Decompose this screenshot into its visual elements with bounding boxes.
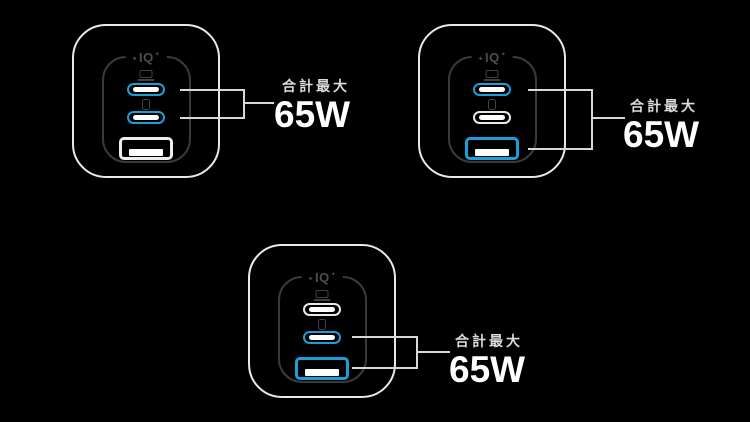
sparkle-icon: ✦ bbox=[500, 52, 507, 58]
usb-c-port-2 bbox=[303, 331, 341, 344]
phone-icon bbox=[318, 319, 326, 330]
sparkle-icon: ✦ bbox=[330, 272, 337, 278]
callout-line bbox=[418, 351, 450, 353]
callout-value: 65W bbox=[623, 114, 700, 155]
laptop-icon bbox=[137, 70, 155, 81]
charger-outline bbox=[72, 24, 220, 178]
callout-bracket bbox=[528, 89, 593, 150]
poweriq-label: IQ bbox=[485, 50, 500, 65]
poweriq-badge: ✦IQ✦ bbox=[301, 269, 343, 286]
laptop-icon bbox=[483, 70, 501, 81]
usb-c-port-1 bbox=[303, 303, 341, 316]
sparkle-icon: ✦ bbox=[154, 52, 161, 58]
usb-a-port bbox=[465, 137, 519, 160]
charger-body: ✦IQ✦ bbox=[72, 24, 220, 178]
charger-outline bbox=[418, 24, 566, 178]
phone-icon bbox=[488, 99, 496, 110]
laptop-icon bbox=[313, 290, 331, 301]
callout-label: 合計最大 bbox=[282, 78, 350, 94]
usb-c-port-1 bbox=[127, 83, 165, 96]
poweriq-badge: ✦IQ✦ bbox=[471, 49, 513, 66]
sparkle-icon: ✦ bbox=[131, 56, 139, 63]
callout-value: 65W bbox=[274, 94, 351, 135]
charger-body: ✦IQ✦ bbox=[418, 24, 566, 178]
callout-label: 合計最大 bbox=[455, 333, 523, 349]
usb-c-port-2 bbox=[127, 111, 165, 124]
usb-c-port-1 bbox=[473, 83, 511, 96]
callout-label: 合計最大 bbox=[630, 98, 698, 114]
charger-outline bbox=[248, 244, 396, 398]
usb-a-port bbox=[295, 357, 349, 380]
poweriq-label: IQ bbox=[315, 270, 330, 285]
callout-bracket bbox=[352, 336, 418, 369]
poweriq-badge: ✦IQ✦ bbox=[125, 49, 167, 66]
callout-value: 65W bbox=[449, 349, 526, 390]
callout-line bbox=[593, 117, 625, 119]
callout-line bbox=[245, 102, 274, 104]
poweriq-label: IQ bbox=[139, 50, 154, 65]
charger-body: ✦IQ✦ bbox=[248, 244, 396, 398]
phone-icon bbox=[142, 99, 150, 110]
usb-a-port bbox=[119, 137, 173, 160]
callout-bracket bbox=[180, 89, 245, 119]
sparkle-icon: ✦ bbox=[307, 276, 315, 283]
usb-c-port-2 bbox=[473, 111, 511, 124]
sparkle-icon: ✦ bbox=[477, 56, 485, 63]
